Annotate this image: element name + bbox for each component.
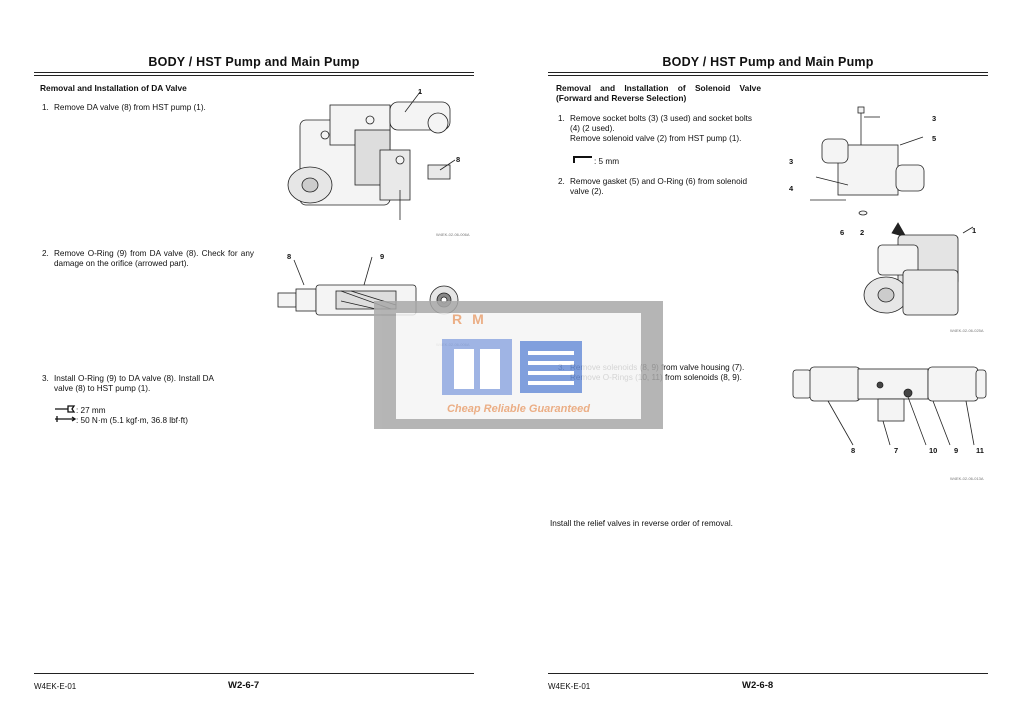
callout: 1 bbox=[972, 226, 977, 235]
callout: 8 bbox=[851, 446, 856, 455]
watermark-logo-letters: RM bbox=[452, 311, 494, 327]
closing-note: Install the relief valves in reverse ord… bbox=[550, 519, 733, 528]
header-rule bbox=[34, 72, 474, 73]
torque-spec: : 50 N·m (5.1 kgf·m, 36.8 lbf·ft) bbox=[54, 415, 188, 426]
wrench-spec: : 27 mm bbox=[54, 405, 106, 416]
callout: 6 bbox=[840, 228, 845, 237]
header-rule bbox=[548, 75, 988, 76]
callout: 3 bbox=[789, 157, 794, 166]
page-number: W2-6-7 bbox=[228, 680, 260, 691]
watermark-logo-icon bbox=[442, 339, 582, 395]
callout: 9 bbox=[380, 252, 385, 261]
hex-key-icon bbox=[572, 155, 594, 167]
callout: 11 bbox=[976, 446, 984, 455]
callout: 1 bbox=[418, 87, 423, 96]
solenoids-figure bbox=[792, 366, 987, 446]
footer-rule bbox=[34, 673, 474, 674]
section-heading-sub: (Forward and Reverse Selection) bbox=[556, 93, 687, 103]
header-rule bbox=[34, 75, 474, 76]
callout: 8 bbox=[287, 252, 292, 261]
page-title: BODY / HST Pump and Main Pump bbox=[662, 55, 874, 69]
page-title: BODY / HST Pump and Main Pump bbox=[148, 55, 360, 69]
callout: 10 bbox=[929, 446, 938, 455]
torque-wrench-icon bbox=[54, 415, 77, 426]
hex-wrench-spec: : 5 mm bbox=[572, 155, 619, 167]
footer-rule bbox=[548, 673, 988, 674]
footer-code: W4EK-E-01 bbox=[34, 682, 77, 691]
solenoid-valve-exploded-figure bbox=[810, 106, 974, 316]
page-number: W2-6-8 bbox=[742, 680, 774, 691]
section-heading: Removal and Installation of Solenoid Val… bbox=[556, 83, 761, 93]
right-page: BODY / HST Pump and Main Pump Removal an… bbox=[548, 0, 988, 724]
callout: 9 bbox=[954, 446, 959, 455]
header-rule bbox=[548, 72, 988, 73]
callout: 7 bbox=[894, 446, 899, 455]
callout: 3 bbox=[932, 114, 937, 123]
footer-code: W4EK-E-01 bbox=[548, 682, 591, 691]
figure-code: W4EK-02-06-006A bbox=[436, 232, 470, 237]
wrench-icon bbox=[54, 405, 76, 416]
watermark: RM Cheap Reliable Guaranteed bbox=[374, 301, 663, 429]
figure-code: W4EK-02-06-013A bbox=[950, 476, 984, 481]
callout: 8 bbox=[456, 155, 461, 164]
callout: 2 bbox=[860, 228, 865, 237]
hst-pump-figure bbox=[287, 91, 456, 220]
figure-code: W4EK-02-06-025A bbox=[950, 328, 984, 333]
callout: 5 bbox=[932, 134, 937, 143]
section-heading: Removal and Installation of DA Valve bbox=[40, 83, 187, 93]
watermark-tagline: Cheap Reliable Guaranteed bbox=[446, 403, 591, 415]
callout: 4 bbox=[789, 184, 794, 193]
